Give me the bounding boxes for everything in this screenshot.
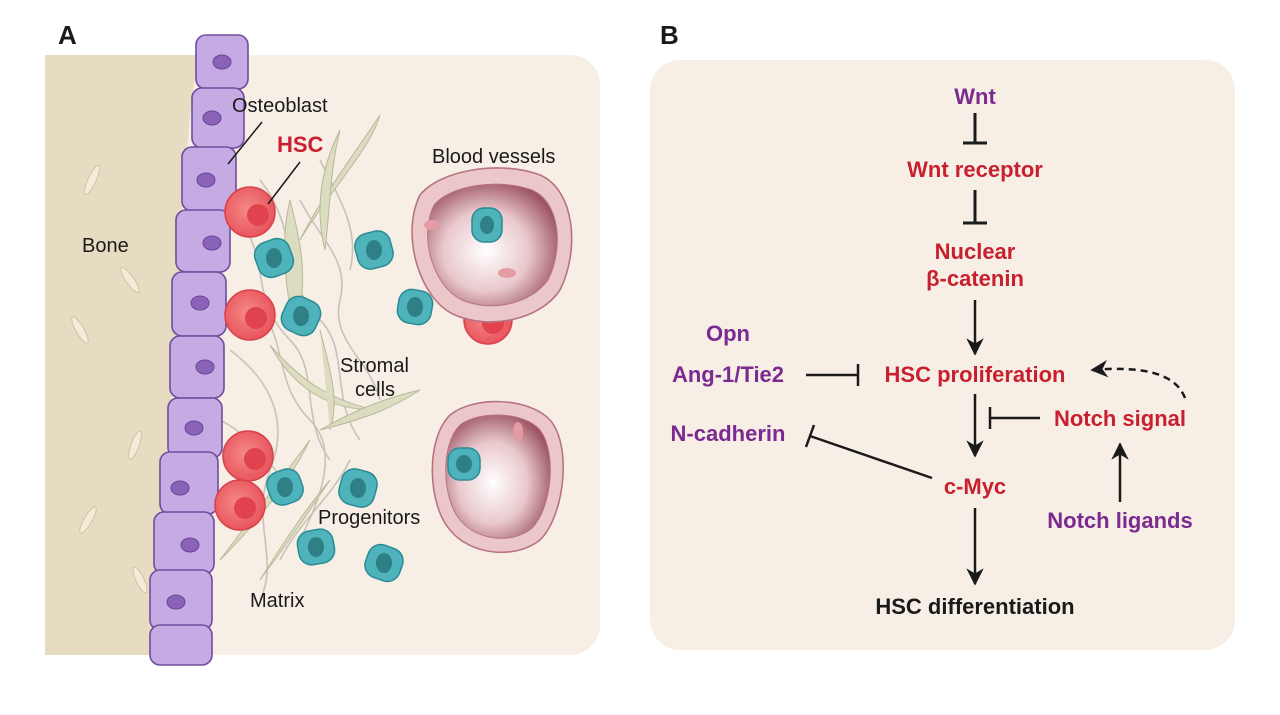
node-notch-ligands: Notch ligands <box>1047 508 1192 533</box>
node-nuclear-line2: β-catenin <box>926 266 1024 291</box>
node-notch-signal: Notch signal <box>1054 406 1186 431</box>
panel-b-background <box>650 60 1235 650</box>
node-nuclear-line1: Nuclear <box>935 239 1016 264</box>
hsc-leader-line <box>267 161 301 205</box>
label-stromal-line1: Stromal <box>340 355 409 377</box>
node-ang1-tie2: Ang-1/Tie2 <box>672 362 784 387</box>
notch-inhibits-pathway <box>988 407 1040 429</box>
label-bone: Bone <box>82 235 129 257</box>
node-hsc-differentiation: HSC differentiation <box>875 594 1074 619</box>
ang1-inhibits-proliferation <box>806 364 860 386</box>
panel-b: Wnt Wnt receptor Nuclear β-catenin Opn A… <box>650 60 1235 650</box>
panel-a-letter: A <box>58 20 77 50</box>
node-n-cadherin: N-cadherin <box>671 421 786 446</box>
blood-vessel-lower <box>431 400 564 554</box>
panel-b-letter: B <box>660 20 679 50</box>
node-wnt: Wnt <box>954 84 996 109</box>
wnt-inhibits-receptor <box>963 113 987 145</box>
progenitor-cells <box>253 230 434 583</box>
node-hsc-proliferation: HSC proliferation <box>885 362 1066 387</box>
label-blood-vessels: Blood vessels <box>432 146 555 168</box>
panel-a: Osteoblast HSC Blood vessels Bone Stroma… <box>45 34 600 666</box>
bone-cells <box>71 164 148 594</box>
receptor-inhibits-catenin <box>963 190 987 225</box>
notch-to-proliferation-dashed-arrow <box>1090 359 1187 399</box>
label-matrix: Matrix <box>250 590 304 612</box>
label-hsc: HSC <box>277 132 324 157</box>
osteoblast-layer <box>149 34 249 666</box>
node-wnt-receptor: Wnt receptor <box>907 157 1043 182</box>
label-stromal-line2: cells <box>355 379 395 401</box>
label-progenitors: Progenitors <box>318 507 420 529</box>
node-opn: Opn <box>706 321 750 346</box>
matrix-fibers <box>219 159 381 601</box>
label-osteoblast: Osteoblast <box>232 95 328 117</box>
cmyc-inhibits-ncadherin <box>804 424 933 480</box>
node-c-myc: c-Myc <box>944 474 1006 499</box>
osteoblast-leader-line <box>227 121 263 165</box>
blood-vessel-upper <box>411 167 573 323</box>
